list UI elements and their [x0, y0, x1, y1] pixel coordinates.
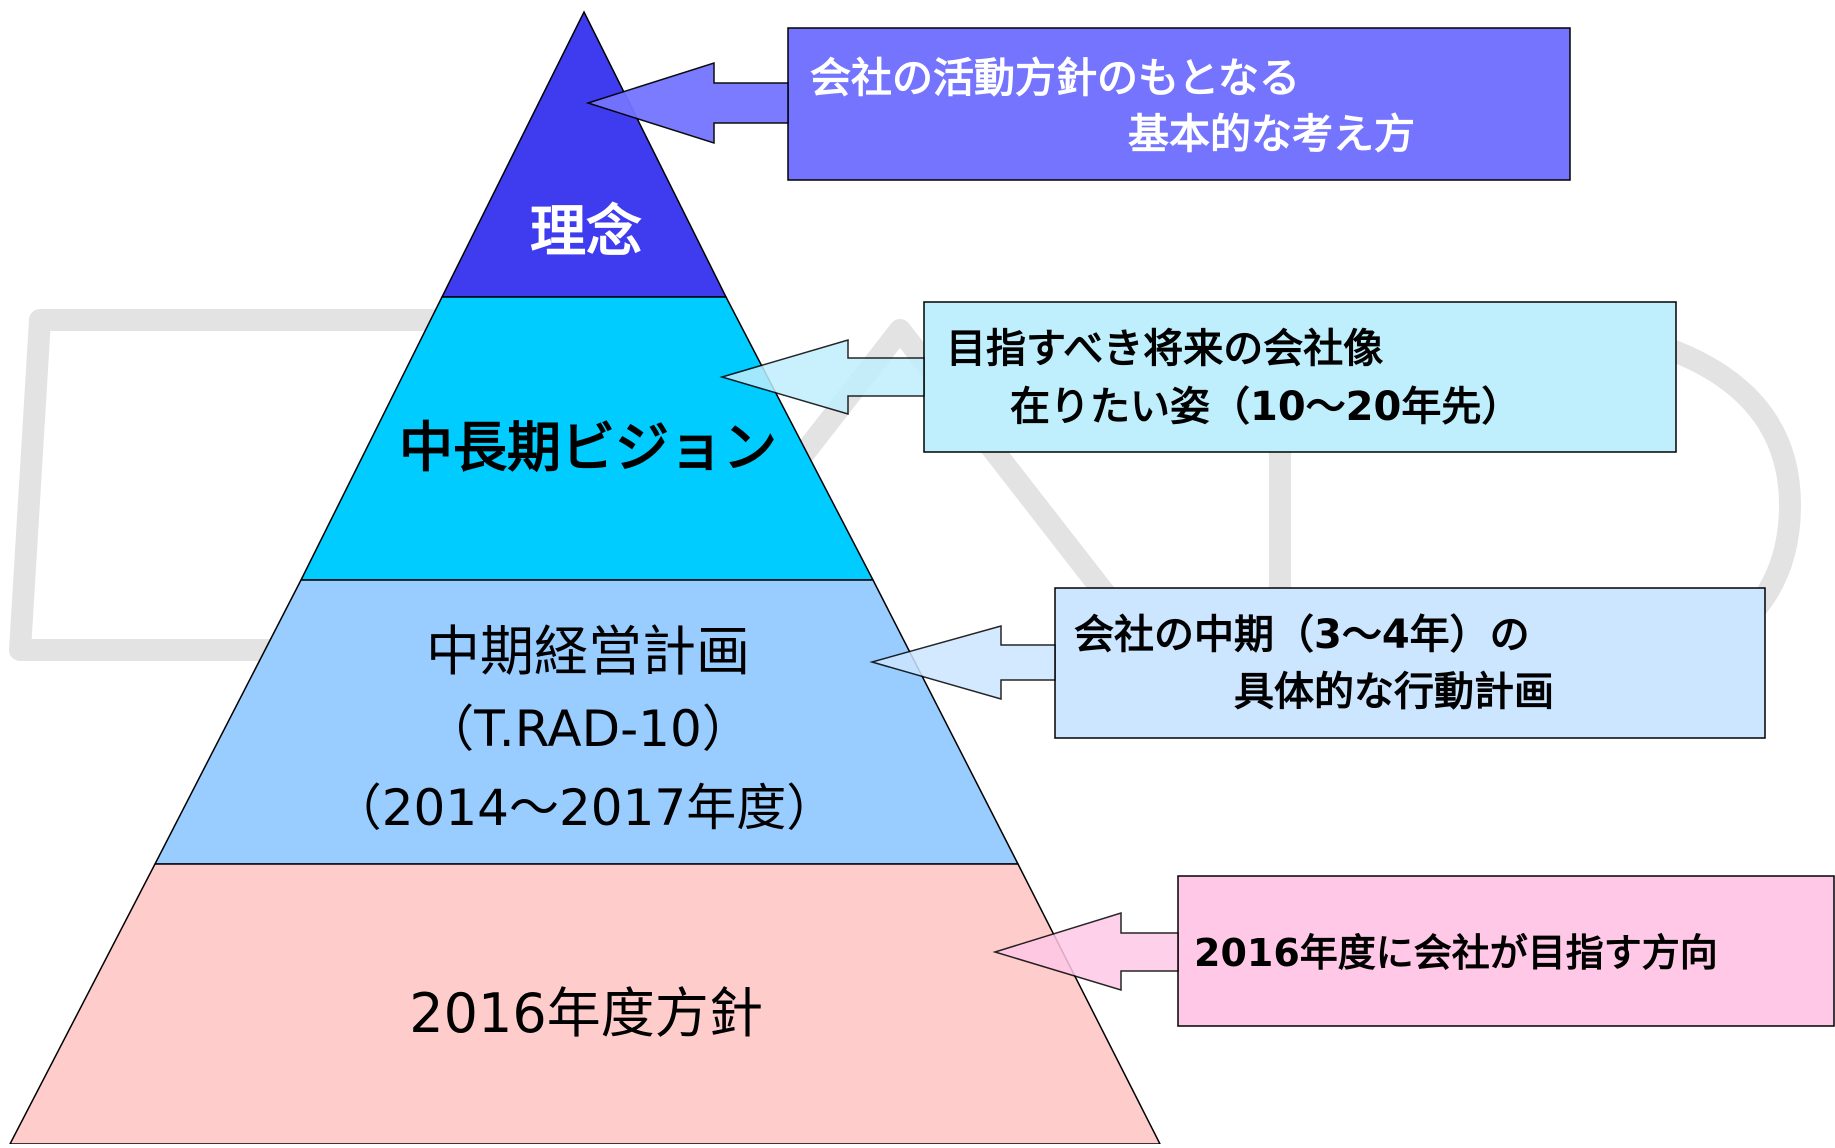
callout-text-vision-line1: 目指すべき将来の会社像	[946, 326, 1383, 372]
callout-arrow-midterm-plan	[869, 625, 1056, 700]
callout-philosophy: 会社の活動方針のもとなる 基本的な考え方	[585, 27, 1571, 181]
callout-midterm-plan: 会社の中期（3～4年）の 具体的な行動計画	[869, 587, 1766, 739]
tier-label-midterm-plan: 中期経営計画	[426, 620, 750, 683]
callout-arrow-vision	[719, 338, 925, 416]
callout-box-vision	[923, 301, 1677, 453]
tier-label-vision: 中長期ビジョン	[399, 416, 777, 479]
callout-text-midterm-plan-line2: 具体的な行動計画	[1234, 669, 1554, 715]
tier-label-midterm-plan-period: （2014～2017年度）	[332, 779, 837, 837]
tier-label-midterm-plan-code: （T.RAD-10）	[424, 700, 752, 758]
callout-text-policy-2016: 2016年度に会社が目指す方向	[1194, 931, 1718, 975]
callout-arrow-policy-2016	[992, 911, 1179, 992]
callout-box-midterm-plan	[1054, 587, 1766, 739]
callout-text-vision-line2: 在りたい姿（10～20年先）	[1010, 384, 1521, 430]
tier-label-policy-2016: 2016年度方針	[409, 982, 762, 1045]
callout-text-philosophy-line1: 会社の活動方針のもとなる	[810, 54, 1300, 102]
callout-text-midterm-plan-line1: 会社の中期（3～4年）の	[1074, 612, 1530, 658]
tier-label-philosophy: 理念	[530, 200, 642, 265]
callout-arrow-philosophy	[585, 61, 789, 145]
callout-box-policy-2016	[1177, 875, 1835, 1027]
callout-policy-2016: 2016年度に会社が目指す方向	[992, 875, 1835, 1027]
callout-box-philosophy	[787, 27, 1571, 181]
callout-text-philosophy-line2: 基本的な考え方	[1128, 110, 1415, 158]
callout-vision: 目指すべき将来の会社像 在りたい姿（10～20年先）	[719, 301, 1677, 453]
